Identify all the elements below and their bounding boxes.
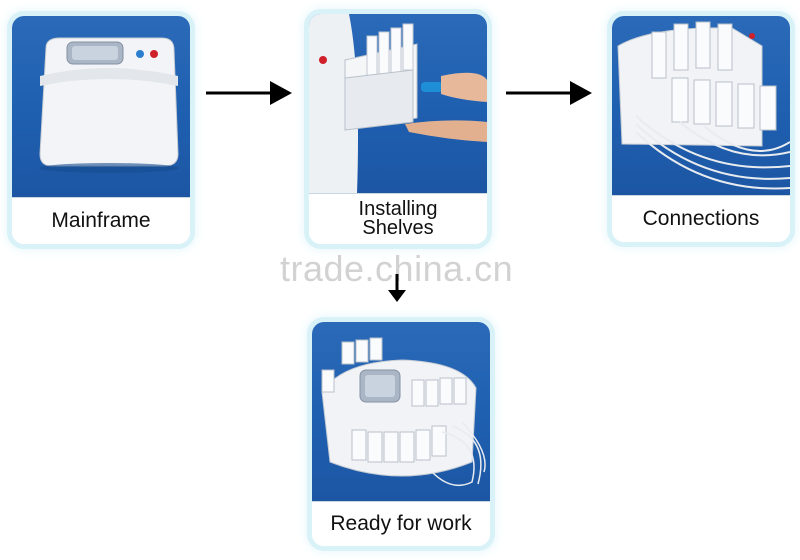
label-mainframe: Mainframe bbox=[51, 209, 151, 232]
caption-connections: Connections bbox=[612, 195, 790, 242]
device-mainframe-icon bbox=[39, 37, 179, 173]
caption-mainframe: Mainframe bbox=[12, 197, 190, 244]
label-shelves: Shelves bbox=[362, 217, 434, 239]
step-card-connections: Connections bbox=[612, 16, 790, 242]
installing-shelves-photo bbox=[309, 14, 487, 194]
ready-photo bbox=[312, 322, 490, 502]
arrow-down bbox=[384, 274, 410, 304]
caption-installing-shelves: Installing Shelves bbox=[309, 193, 487, 244]
connections-photo bbox=[612, 16, 790, 196]
step-card-mainframe: Mainframe bbox=[12, 16, 190, 244]
step-card-installing-shelves: Installing Shelves bbox=[309, 14, 487, 244]
arrow-right-2 bbox=[506, 78, 594, 108]
arrow-down-icon bbox=[388, 274, 406, 302]
label-installing: Installing bbox=[358, 198, 438, 220]
arrow-right-icon bbox=[206, 81, 292, 105]
arrow-right-icon bbox=[506, 81, 592, 105]
installing-shelves-icon bbox=[309, 14, 487, 194]
arrow-right-1 bbox=[206, 78, 294, 108]
ready-device-icon bbox=[321, 337, 486, 487]
label-connections: Connections bbox=[642, 207, 760, 230]
label-ready-for-work: Ready for work bbox=[330, 512, 472, 535]
step-card-ready-for-work: Ready for work bbox=[312, 322, 490, 546]
mainframe-photo bbox=[12, 16, 190, 198]
connections-icon bbox=[617, 21, 790, 190]
caption-ready-for-work: Ready for work bbox=[312, 501, 490, 546]
